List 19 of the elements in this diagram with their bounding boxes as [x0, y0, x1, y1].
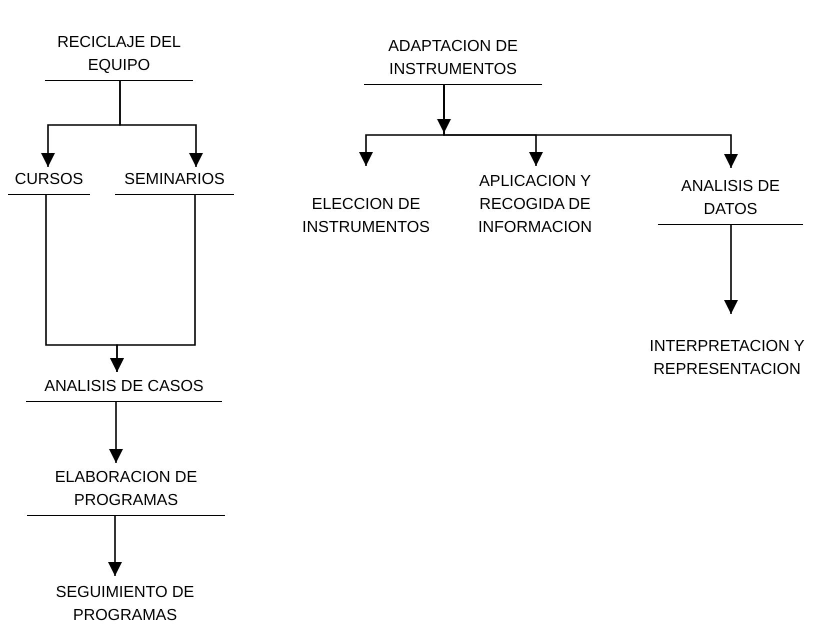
step-label: SEMINARIOS	[124, 170, 225, 190]
underlined-heading	[115, 170, 234, 195]
step-label: INTERPRETACION Y REPRESENTACION	[648, 337, 806, 380]
arrow	[724, 225, 738, 314]
trunk-arrow	[437, 85, 451, 133]
step-label: APLICACION Y RECOGIDA DE INFORMACION	[477, 172, 593, 238]
arrow	[110, 195, 196, 372]
arrow	[108, 516, 122, 576]
underlined-heading	[8, 170, 90, 195]
step-label: ELABORACION DE PROGRAMAS	[54, 468, 198, 511]
arrow	[119, 81, 203, 167]
step-label: CURSOS	[14, 170, 84, 190]
step-label: ANALISIS DE DATOS	[680, 177, 781, 220]
step-label: SEGUIMIENTO DE PROGRAMAS	[54, 583, 196, 626]
step-label: RECICLAJE DEL EQUIPO	[56, 33, 182, 76]
arrow	[109, 402, 123, 463]
step-label: ELECCION DE INSTRUMENTOS	[301, 195, 431, 238]
step-label: ADAPTACION DE INSTRUMENTOS	[387, 37, 519, 80]
step-label: ANALISIS DE CASOS	[44, 377, 204, 397]
